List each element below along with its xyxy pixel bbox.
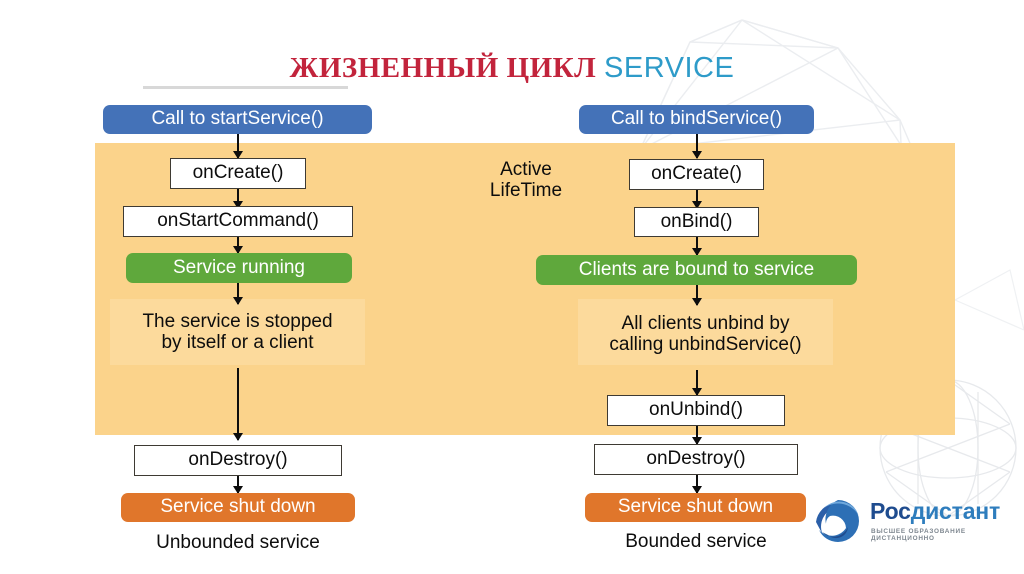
rosdistant-globe-icon <box>816 500 860 542</box>
rosdistant-tagline: ВЫСШЕЕ ОБРАЗОВАНИЕ ДИСТАНЦИОННО <box>871 528 966 542</box>
node-service-shut-down-unbounded[interactable]: Service shut down <box>121 493 355 522</box>
page-title: ЖИЗНЕННЫЙ ЦИКЛ SERVICE <box>0 52 1024 85</box>
node-ondestroy-unbounded[interactable]: onDestroy() <box>134 445 342 476</box>
panel-highlight-right <box>578 299 833 365</box>
node-oncreate-unbounded[interactable]: onCreate() <box>170 158 306 189</box>
label-active-lifetime: Active LifeTime <box>466 152 586 210</box>
logo-word-part2: дистант <box>910 498 1001 524</box>
caption-bounded-service: Bounded service <box>625 530 767 552</box>
note-service-stopped-line2: by itself or a client <box>161 332 314 353</box>
note-service-stopped: The service is stopped by itself or a cl… <box>110 303 365 363</box>
node-clients-are-bound-to-service[interactable]: Clients are bound to service <box>536 255 857 285</box>
note-all-clients-unbind-line2: calling unbindService() <box>609 334 802 355</box>
node-service-shut-down-bounded[interactable]: Service shut down <box>585 493 806 522</box>
note-all-clients-unbind-line1: All clients unbind by <box>621 313 790 335</box>
title-russian: ЖИЗНЕННЫЙ ЦИКЛ <box>289 52 597 84</box>
note-service-stopped-line1: The service is stopped <box>142 311 333 333</box>
caption-unbounded-service: Unbounded service <box>156 531 320 553</box>
panel-highlight-left <box>110 299 365 365</box>
node-onunbind[interactable]: onUnbind() <box>607 395 785 426</box>
node-onstartcommand[interactable]: onStartCommand() <box>123 206 353 237</box>
label-active-lifetime-line2: LifeTime <box>489 180 563 201</box>
node-onbind[interactable]: onBind() <box>634 207 759 237</box>
label-active-lifetime-line1: Active <box>500 159 552 181</box>
logo-word-part1: Рос <box>870 498 911 524</box>
node-call-to-bindservice[interactable]: Call to bindService() <box>579 105 814 134</box>
title-english: SERVICE <box>604 52 735 84</box>
node-ondestroy-bounded[interactable]: onDestroy() <box>594 444 798 475</box>
rosdistant-wordmark: Росдистант <box>870 498 1000 525</box>
node-call-to-startservice[interactable]: Call to startService() <box>103 105 372 134</box>
node-service-running[interactable]: Service running <box>126 253 352 283</box>
rosdistant-logo: Росдистант ВЫСШЕЕ ОБРАЗОВАНИЕ ДИСТАНЦИОН… <box>812 492 1018 550</box>
title-underline <box>143 86 348 89</box>
note-all-clients-unbind: All clients unbind by calling unbindServ… <box>578 305 833 365</box>
node-oncreate-bounded[interactable]: onCreate() <box>629 159 764 190</box>
